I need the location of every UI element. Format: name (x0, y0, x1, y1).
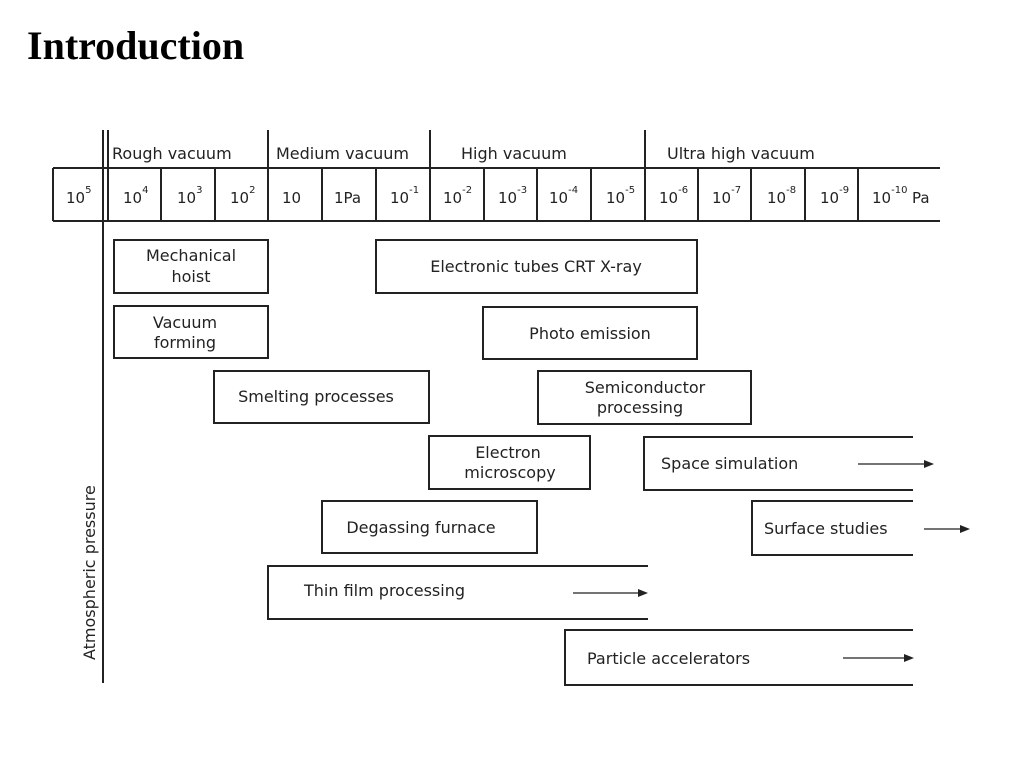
application-box-electron-microscopy (428, 435, 591, 490)
arrow-head-icon (924, 460, 934, 468)
application-box-semiconductor-processing (537, 370, 752, 425)
page-title: Introduction (27, 23, 245, 68)
unit-label: Pa (912, 189, 930, 207)
tick-label: 102 (230, 185, 255, 207)
application-box-thin-film-processing (267, 565, 648, 620)
application-box-particle-accelerators (564, 629, 913, 686)
tick-label: 10-1 (390, 185, 419, 207)
range-ultra-high-vacuum: Ultra high vacuum (667, 144, 815, 163)
tick-label: 10 (282, 189, 301, 207)
tick-label: 103 (177, 185, 202, 207)
tick-label: 105 (66, 185, 91, 207)
application-label: Particle accelerators (587, 649, 750, 668)
tick-label: 10-4 (549, 185, 578, 207)
application-label: Degassing furnace (346, 518, 495, 537)
tick-label: 10-7 (712, 185, 741, 207)
tick-label: 10-2 (443, 185, 472, 207)
range-medium-vacuum: Medium vacuum (276, 144, 409, 163)
tick-label: 10-6 (659, 185, 688, 207)
tick-label: 10-10 (872, 185, 907, 207)
tick-label: 10-3 (498, 185, 527, 207)
application-box-surface-studies (751, 500, 913, 556)
tick-label: 10-9 (820, 185, 849, 207)
application-label: Space simulation (661, 454, 798, 473)
application-box-electronic-tubes (375, 239, 698, 294)
application-box-mechanical-hoist (113, 239, 269, 294)
tick-label: 104 (123, 185, 148, 207)
arrow-head-icon (960, 525, 970, 533)
application-label: Electronic tubes CRT X-ray (430, 257, 642, 276)
application-box-space-simulation (643, 436, 913, 491)
tick-label: 10-5 (606, 185, 635, 207)
application-label: Thin film processing (303, 581, 465, 600)
application-label: Smelting processes (238, 387, 394, 406)
tick-label: 1Pa (334, 189, 361, 207)
application-box-photo-emission (482, 306, 698, 360)
arrow-head-icon (904, 654, 914, 662)
range-rough-vacuum: Rough vacuum (112, 144, 232, 163)
range-high-vacuum: High vacuum (461, 144, 567, 163)
atmospheric-pressure-label: Atmospheric pressure (80, 485, 99, 660)
application-box-degassing-furnace (321, 500, 538, 554)
application-label: Photo emission (529, 324, 651, 343)
application-label: Surface studies (764, 519, 888, 538)
tick-label: 10-8 (767, 185, 796, 207)
header-grid (52, 130, 940, 683)
application-box-smelting-processes (213, 370, 430, 424)
application-box-vacuum-forming (113, 305, 269, 359)
arrow-head-icon (638, 589, 648, 597)
